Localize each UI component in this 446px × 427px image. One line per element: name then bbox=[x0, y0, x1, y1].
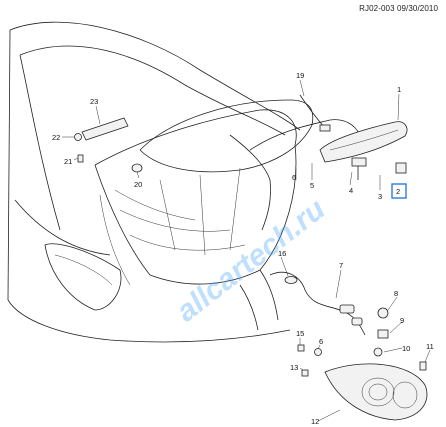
callout-21: 21 bbox=[64, 157, 72, 166]
rear-applique bbox=[319, 121, 408, 199]
tail-lamp bbox=[324, 363, 428, 421]
callout-23: 23 bbox=[90, 97, 98, 106]
callout-4: 4 bbox=[349, 186, 353, 195]
callout-6b: 6 bbox=[292, 173, 296, 182]
callout-10: 10 bbox=[402, 344, 410, 353]
callout-5: 5 bbox=[310, 181, 314, 190]
callout-8: 8 bbox=[394, 289, 398, 298]
small-parts bbox=[74, 94, 427, 377]
callout-7: 7 bbox=[339, 261, 343, 270]
leader-lines bbox=[62, 79, 431, 422]
diagram-reference: RJ02-003 09/30/2010 bbox=[359, 4, 438, 13]
callout-22: 22 bbox=[52, 133, 60, 142]
car-body bbox=[7, 21, 314, 343]
callout-6: 6 bbox=[319, 337, 323, 346]
callout-labels: 1 2 3 4 5 6 7 8 9 10 11 12 13 15 16 19 2… bbox=[52, 71, 434, 426]
callout-3: 3 bbox=[378, 192, 382, 201]
callout-11: 11 bbox=[426, 342, 434, 351]
callout-16: 16 bbox=[278, 249, 286, 258]
watermark: allcartech.ru bbox=[170, 193, 331, 329]
callout-12: 12 bbox=[311, 417, 319, 426]
callout-19: 19 bbox=[296, 71, 304, 80]
callout-15: 15 bbox=[296, 329, 304, 338]
callout-20: 20 bbox=[134, 180, 142, 189]
callout-1: 1 bbox=[397, 85, 401, 94]
callout-13: 13 bbox=[290, 363, 298, 372]
harness bbox=[229, 119, 366, 336]
callout-9: 9 bbox=[400, 316, 404, 325]
callout-2: 2 bbox=[396, 187, 400, 196]
